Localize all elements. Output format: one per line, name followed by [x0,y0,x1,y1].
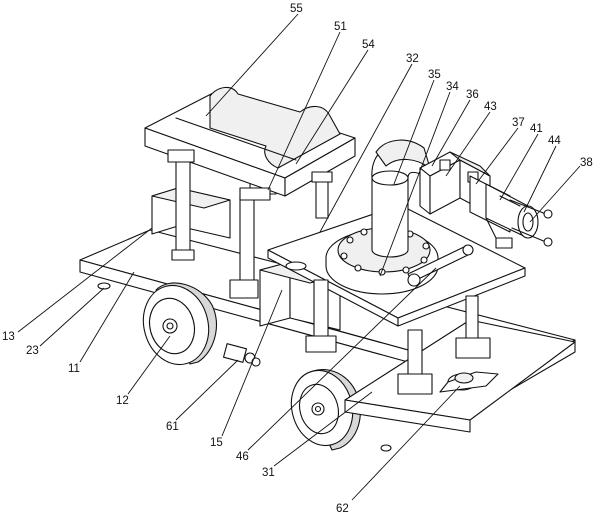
label-15: 15 [210,437,223,449]
seat [144,86,356,201]
label-41: 41 [530,123,543,135]
label-31: 31 [262,467,275,479]
connector-61 [222,343,261,367]
upper-plate-posts [285,261,491,395]
label-51: 51 [334,21,347,33]
label-36: 36 [466,89,479,101]
label-61: 61 [166,421,179,433]
leader-lines [17,13,581,501]
front-base-plate [344,319,576,433]
label-62: 62 [336,503,349,515]
label-11: 11 [68,363,80,375]
label-35: 35 [428,69,441,81]
chassis-fittings [97,282,392,452]
label-37: 37 [512,117,525,129]
rear-wheel [142,282,217,366]
label-43: 43 [484,101,497,113]
caster-pad [439,371,499,393]
control-box-left [151,187,231,239]
label-38: 38 [580,157,593,169]
actuator-rod [407,244,474,287]
front-wheel [290,369,361,451]
pipe-elbow [371,139,431,258]
label-46: 46 [236,451,249,463]
cylinder-assembly [419,151,553,249]
label-54: 54 [362,39,375,51]
label-32: 32 [406,53,419,65]
label-55: 55 [290,3,303,15]
label-34: 34 [446,81,459,93]
reference-labels: 55 51 54 32 35 34 36 43 37 41 44 38 13 2… [2,3,593,515]
label-44: 44 [548,135,561,147]
label-13: 13 [2,331,15,343]
label-23: 23 [26,345,39,357]
label-12: 12 [116,395,129,407]
